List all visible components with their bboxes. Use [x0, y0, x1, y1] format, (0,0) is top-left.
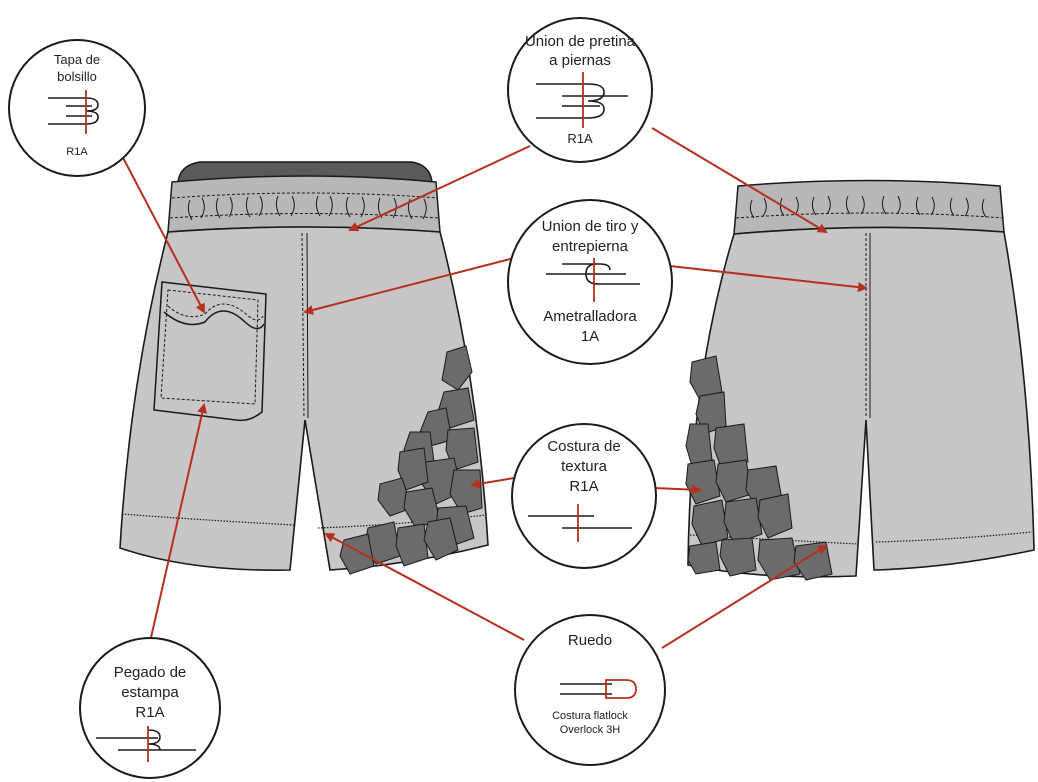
front-waistband	[167, 175, 441, 233]
arrow-union-pretina-front	[348, 145, 531, 232]
arrow-costura-textura-back	[653, 484, 702, 495]
stitch-symbol-union-pretina	[536, 72, 628, 128]
callout-arrows	[119, 127, 868, 649]
arrow-ruedo-front	[324, 533, 525, 641]
back-texture-patches	[685, 355, 833, 581]
circle-pegado-estampa	[79, 637, 221, 779]
tapa-bolsillo-label-2: bolsillo	[57, 69, 97, 84]
union-pretina-code: R1A	[567, 131, 593, 146]
circle-costura-textura	[511, 423, 657, 569]
arrow-costura-textura-front	[470, 477, 515, 489]
arrow-pegado-estampa	[149, 403, 208, 643]
union-pretina-label-1: Union de pretina	[524, 33, 636, 50]
circle-tapa-bolsillo	[8, 39, 146, 177]
ruedo-label: Ruedo	[567, 632, 613, 649]
union-tiro-code-2: 1A	[580, 328, 600, 345]
ruedo-note-2: Overlock 3H	[559, 724, 621, 736]
front-shorts	[119, 161, 489, 575]
back-shorts	[685, 179, 1035, 581]
union-tiro-label-2: entrepierna	[552, 238, 628, 255]
front-center-seam-2	[306, 232, 309, 419]
stitch-symbol-tapa-bolsillo	[48, 90, 99, 134]
arrow-union-pretina-back	[651, 127, 828, 234]
front-hem-stitch-right	[317, 514, 487, 529]
front-pocket-stitch	[160, 289, 259, 405]
union-tiro-code-1: Ametralladora	[543, 308, 637, 325]
front-pocket-flap	[163, 310, 265, 330]
pegado-estampa-code: R1A	[135, 704, 165, 721]
tapa-bolsillo-label-1: Tapa de	[53, 52, 101, 67]
front-center-seam	[301, 232, 305, 419]
back-waistband	[733, 179, 1005, 235]
stitch-symbol-pegado-estampa	[96, 726, 196, 762]
ruedo-note-1: Costura flatlock	[552, 710, 628, 722]
costura-textura-label-1: Costura de	[547, 438, 621, 455]
stitch-symbol-ruedo	[560, 679, 637, 699]
union-tiro-label-1: Union de tiro y	[541, 218, 639, 235]
stitch-symbol-union-tiro	[546, 258, 640, 302]
front-pocket	[153, 281, 267, 422]
front-pocket-flap-stitch	[167, 303, 264, 321]
front-hem-stitch-left	[121, 513, 295, 526]
arrow-union-tiro-front	[303, 257, 515, 315]
back-hem-stitch-right	[875, 531, 1033, 543]
arrow-union-tiro-back	[669, 265, 868, 293]
back-waistband-gathers	[749, 195, 987, 219]
circle-ruedo	[514, 614, 666, 766]
front-texture-patches	[339, 345, 483, 575]
front-waistband-topstitch	[171, 192, 439, 199]
tapa-bolsillo-code: R1A	[66, 146, 88, 158]
circle-union-pretina	[507, 17, 653, 163]
front-waistband-gathers	[187, 195, 427, 221]
arrow-tapa-bolsillo	[119, 151, 205, 314]
pegado-estampa-label-1: Pegado de	[113, 664, 187, 681]
costura-textura-label-2: textura	[561, 458, 607, 475]
stitch-symbol-costura-textura	[528, 504, 632, 542]
pegado-estampa-label-2: estampa	[121, 684, 179, 701]
costura-textura-code: R1A	[569, 478, 599, 495]
callout-circles	[8, 17, 673, 779]
arrow-ruedo-back	[661, 544, 828, 649]
union-pretina-label-2: a piernas	[549, 52, 611, 69]
